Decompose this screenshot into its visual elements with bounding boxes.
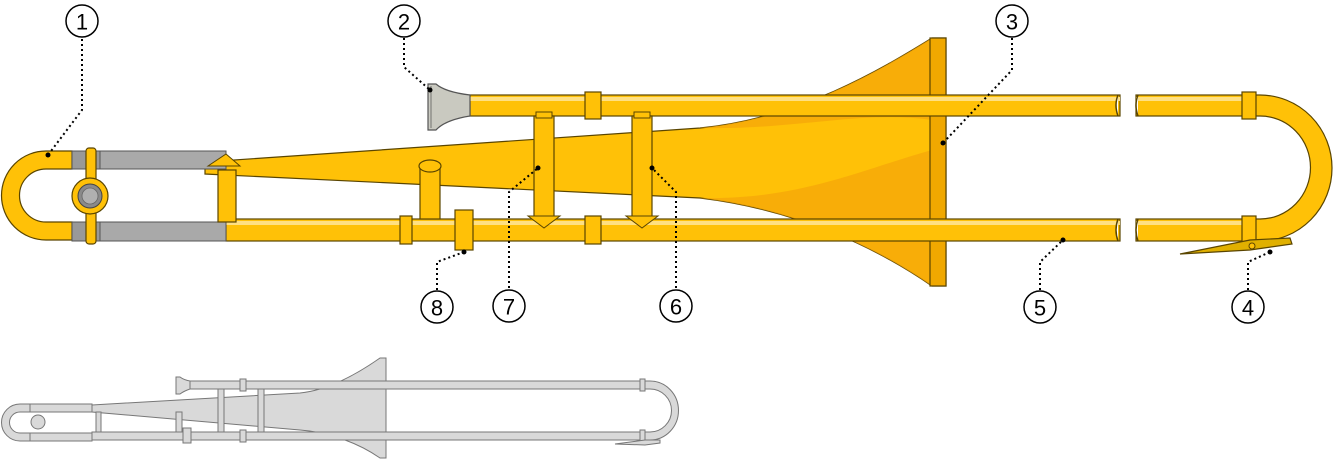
callout-2-label: 2 [398, 10, 410, 35]
callout-8: 8 [420, 290, 454, 324]
callout-5-label: 5 [1034, 296, 1046, 321]
ferrule-top-1 [584, 91, 602, 120]
bell-brace-cap [418, 159, 442, 173]
callout-8-label: 8 [431, 296, 443, 321]
callout-7-label: 7 [503, 295, 515, 320]
callout-2: 2 [387, 4, 421, 38]
bell-brace-stub [419, 165, 441, 220]
counterweight [71, 177, 109, 215]
mouthpiece [427, 83, 471, 131]
leader-2 [403, 38, 431, 91]
water-key [1179, 237, 1293, 255]
slide-brace-inner [526, 111, 562, 229]
callout-5: 5 [1023, 290, 1057, 324]
leader-1 [47, 39, 83, 156]
leader-lines [45, 38, 1273, 290]
leader-3 [942, 38, 1013, 144]
callout-1: 1 [65, 4, 99, 38]
callout-1-label: 1 [76, 10, 88, 35]
tube-break-marks [1115, 94, 1139, 242]
ferrule-bottom-1 [584, 215, 602, 245]
slide-lock [454, 209, 474, 251]
callout-7: 7 [492, 289, 526, 323]
slide-receiver-collar [399, 215, 413, 245]
callout-6-label: 6 [670, 295, 682, 320]
leader-8 [436, 251, 465, 290]
callout-6: 6 [659, 289, 693, 323]
trombone-thumbnail [1, 357, 679, 459]
leader-6 [651, 167, 677, 288]
callout-4: 4 [1231, 290, 1265, 324]
leader-5 [1039, 239, 1064, 290]
callout-3: 3 [995, 4, 1029, 38]
leader-4 [1247, 251, 1271, 290]
callout-3-label: 3 [1006, 10, 1018, 35]
callout-4-label: 4 [1242, 296, 1254, 321]
trombone-main [0, 37, 1333, 287]
bell [204, 37, 947, 287]
callouts: 1 2 3 4 5 6 7 8 [65, 4, 1265, 324]
leader-7 [508, 167, 539, 288]
water-key-pivot [1248, 242, 1256, 250]
slide-crook [1245, 94, 1333, 242]
slide-brace-outer [624, 111, 660, 229]
tuning-slide [0, 147, 242, 245]
slide-bottom-tube [225, 218, 1247, 242]
ferrule-right-top [1241, 91, 1257, 120]
